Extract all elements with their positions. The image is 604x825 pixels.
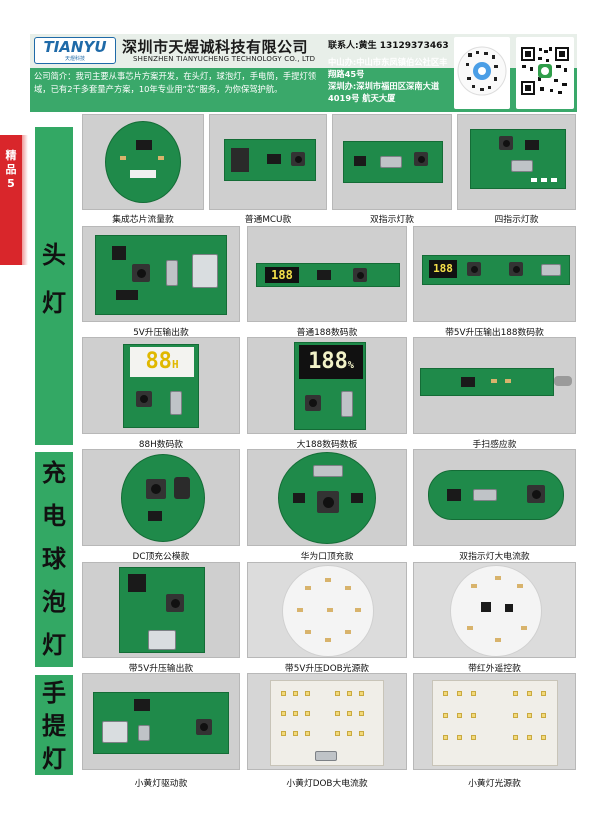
zhongshan-office: 中山办:中山市东凤镇伯公社区丰翔路45号 [328,57,448,79]
seven-seg-display: 88H [130,347,194,377]
pcb-image [121,454,205,542]
category-char: 灯 [42,631,66,659]
category-char: 充 [42,459,66,487]
product-card: 188 [413,226,576,322]
pcb-image [270,680,384,766]
product-label: 88H数码款 [138,440,184,450]
contact-info: 联系人:黄生 13129373463 [328,41,449,51]
product-card [247,673,407,770]
product-card: 88H [82,337,240,434]
category-handheld: 手 提 灯 [35,675,73,775]
display-digits: 88 [145,349,172,374]
product-card [82,449,240,546]
pcb-image [93,692,229,754]
product-label: 5V升压输出款 [133,328,189,338]
product-label: 带5V升压输出188数码款 [445,328,544,338]
product-card [413,562,576,658]
shenzhen-office: 深圳办:深圳市福田区深南大道4019号 航天大厦 [328,81,440,103]
category-char: 球 [42,545,66,573]
mini-program-qr-icon [454,37,510,109]
office-addresses: 中山办:中山市东凤镇伯公社区丰翔路45号 深圳办:深圳市福田区深南大道4019号… [328,56,452,104]
product-label: 华为口顶充款 [300,552,354,562]
product-card [413,673,576,770]
product-label: 普通188数码款 [296,328,358,338]
pcb-image [420,368,554,396]
pcb-image: 88H [123,344,199,428]
company-name-cn: 深圳市天煜诚科技有限公司 [122,38,309,56]
product-card [209,114,327,210]
product-card [82,226,240,322]
category-charging-bulb: 充 电 球 泡 灯 [35,452,73,667]
category-char: 灯 [42,289,66,317]
category-char: 电 [42,502,66,530]
logo-text: TIANYU [43,38,107,56]
product-card [247,449,407,546]
tab-char-2: 品 [5,163,17,176]
tab-char-1: 精 [5,149,17,162]
display-unit: H [171,358,179,371]
display-digits: 188 [308,349,348,374]
pcb-image [282,565,374,657]
product-label: 小黄灯光源款 [468,779,521,789]
pcb-image [450,565,542,657]
section-tab: 精 品 5 [0,135,22,265]
product-label: 手扫感应款 [472,440,517,450]
display-unit: % [347,360,354,371]
product-label: 集成芯片流量款 [112,215,174,225]
category-char: 头 [42,241,66,269]
product-label: 带5V升压DOB光源款 [284,664,370,674]
product-card [413,337,576,434]
pcb-image [105,121,181,203]
company-name-en: SHENZHEN TIANYUCHENG TECHNOLOGY CO., LTD [133,55,316,63]
pcb-image [432,680,558,766]
tab-page-number: 5 [7,177,15,190]
product-label: 大188数码数板 [296,440,358,450]
pcb-image [119,567,205,653]
company-intro: 公司简介：我司主要从事芯片方案开发，在头灯，球泡灯，手电筒，手提灯领域，已有2千… [34,71,317,94]
pcb-image [95,235,227,315]
product-label: 普通MCU款 [244,215,292,225]
product-label: DC顶充公模款 [132,552,190,562]
category-char: 泡 [42,588,66,616]
seven-seg-display: 188 [265,267,299,283]
pcb-image: 188 [422,255,570,285]
product-card [457,114,576,210]
wechat-qr-code-icon [516,37,574,109]
product-card [413,449,576,546]
pcb-image [343,141,443,183]
pcb-image [428,470,564,520]
product-card: 188 [247,226,407,322]
seven-seg-display: 188 [429,260,457,278]
tab-shadow [22,135,28,265]
seven-seg-display: 188% [299,345,363,379]
company-logo: TIANYU 天煜科技 [34,37,116,64]
product-label: 带5V升压输出款 [128,664,194,674]
pcb-image: 188 [256,263,400,287]
pcb-image [278,452,376,544]
pcb-image [224,139,316,181]
pcb-image [470,129,566,189]
product-label: 带红外遥控款 [468,664,521,674]
product-label: 双指示灯款 [370,215,414,225]
product-label: 双指示灯大电流款 [459,552,530,562]
category-char: 手 [42,679,66,707]
company-header: TIANYU 天煜科技 深圳市天煜诚科技有限公司 SHENZHEN TIANYU… [30,34,577,112]
product-card [82,673,240,770]
category-headlamp: 头 灯 [35,127,73,445]
product-card: 188% [247,337,407,434]
product-label: 小黄灯驱动款 [134,779,188,789]
product-label: 四指示灯款 [494,215,539,225]
product-card [332,114,452,210]
product-card [247,562,407,658]
ir-sensor-icon [554,376,572,386]
product-label: 小黄灯DOB大电流款 [286,779,368,789]
pcb-image: 188% [294,342,366,430]
product-card [82,114,204,210]
product-card [82,562,240,658]
category-char: 灯 [42,745,66,773]
logo-subtext: 天煜科技 [64,56,85,62]
category-char: 提 [42,712,66,740]
